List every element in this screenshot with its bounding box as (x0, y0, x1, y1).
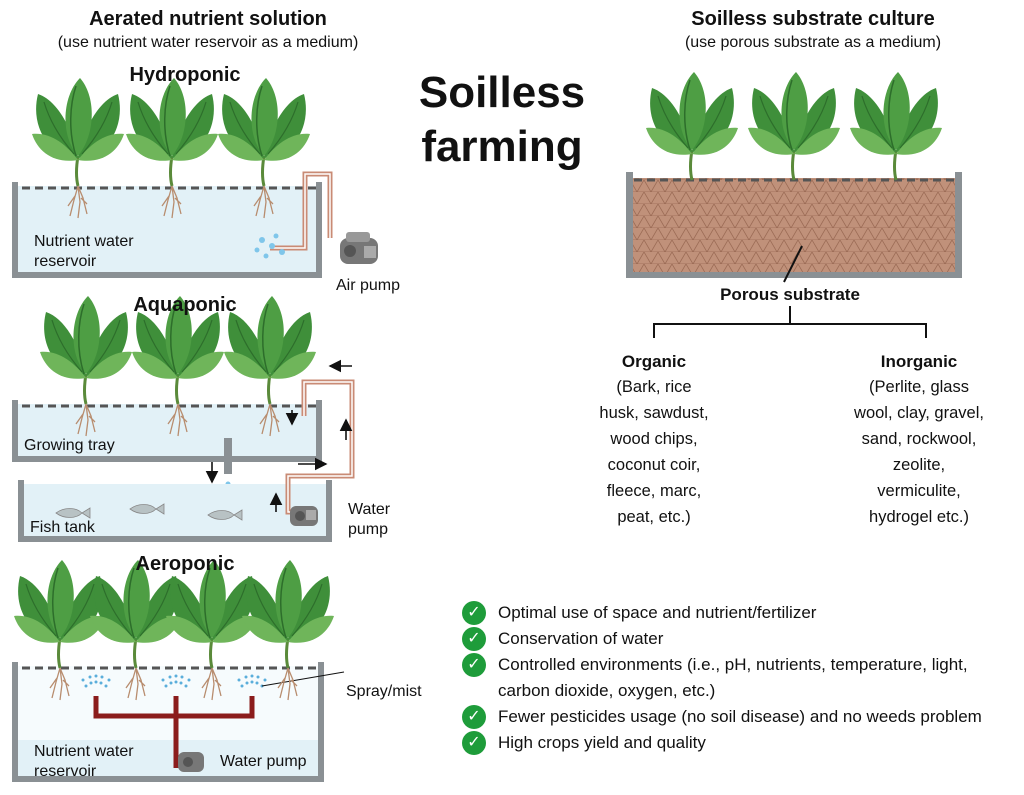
hydroponic-title: Hydroponic (129, 64, 241, 86)
hydroponic-reservoir-line1: Nutrient water (34, 233, 134, 250)
hydroponic-reservoir-label: Nutrient water reservoir (34, 232, 134, 272)
main-title-line1: Soilless (418, 68, 586, 117)
growing-tray-label: Growing tray (24, 437, 115, 454)
check-circle-icon: ✓ (462, 705, 486, 729)
check-circle-icon: ✓ (462, 653, 486, 677)
check-circle-icon: ✓ (462, 601, 486, 625)
right-header-subtitle: (use porous substrate as a medium) (684, 34, 942, 51)
inorganic-line: zeolite, (892, 456, 946, 474)
aeroponic-pump-label: Water pump (220, 753, 307, 770)
organic-line: wood chips, (610, 430, 698, 448)
benefit-text: High crops yield and quality (498, 733, 706, 752)
aeroponic-reservoir-line2: reservoir (34, 763, 97, 780)
main-title-line2: farming (421, 122, 583, 171)
benefit-text: Conservation of water (498, 629, 664, 648)
organic-line: husk, sawdust, (599, 404, 709, 422)
aquaponic-pump-line2: pump (348, 521, 389, 538)
aeroponic-reservoir-label: Nutrient water reservoir (34, 742, 134, 782)
spray-mist-label: Spray/mist (346, 683, 422, 700)
benefit-item: ✓ Optimal use of space and nutrient/fert… (462, 600, 1022, 626)
main-title: Soilless farming (392, 66, 612, 174)
inorganic-line: sand, rockwool, (861, 430, 977, 448)
aeroponic-pump-icon (178, 752, 204, 772)
left-header-subtitle: (use nutrient water reservoir as a mediu… (57, 34, 359, 51)
benefits-list: ✓ Optimal use of space and nutrient/fert… (462, 600, 1022, 756)
aeroponic-title: Aeroponic (135, 553, 235, 575)
inorganic-line: (Perlite, glass (869, 378, 969, 396)
organic-line: fleece, marc, (606, 482, 702, 500)
aquaponic-pump-line1: Water (348, 501, 391, 518)
inorganic-line: vermiculite, (877, 482, 961, 500)
inorganic-line: hydrogel etc.) (869, 508, 969, 526)
right-header-title: Soilless substrate culture (691, 8, 935, 30)
organic-title: Organic (621, 352, 687, 371)
inorganic-list: (Perlite, glass wool, clay, gravel, sand… (824, 374, 1014, 530)
benefit-text: Controlled environments (i.e., pH, nutri… (498, 655, 968, 700)
aeroponic-system (12, 558, 345, 782)
organic-line: coconut coir, (607, 456, 701, 474)
benefit-text: Fewer pesticides usage (no soil disease)… (498, 707, 982, 726)
organic-line: (Bark, rice (616, 378, 692, 396)
benefit-item: ✓ High crops yield and quality (462, 730, 1022, 756)
aeroponic-reservoir-line1: Nutrient water (34, 743, 134, 760)
aquaponic-pump-label: Water pump (348, 500, 390, 540)
substrate-system (626, 70, 962, 338)
check-circle-icon: ✓ (462, 627, 486, 651)
water-pump-icon (290, 506, 318, 526)
inorganic-line: wool, clay, gravel, (854, 404, 984, 422)
inorganic-group: Inorganic (Perlite, glass wool, clay, gr… (824, 352, 1014, 530)
benefit-item: ✓ Controlled environments (i.e., pH, nut… (462, 652, 1022, 704)
inorganic-title: Inorganic (880, 352, 958, 371)
organic-line: peat, etc.) (617, 508, 691, 526)
hydroponic-system (12, 76, 378, 278)
organic-list: (Bark, rice husk, sawdust, wood chips, c… (574, 374, 734, 530)
benefit-text: Optimal use of space and nutrient/fertil… (498, 603, 817, 622)
fish-tank-label: Fish tank (30, 519, 95, 536)
organic-group: Organic (Bark, rice husk, sawdust, wood … (574, 352, 734, 530)
air-pump-icon (340, 232, 378, 264)
porous-substrate-label: Porous substrate (720, 285, 860, 304)
benefit-item: ✓ Fewer pesticides usage (no soil diseas… (462, 704, 1022, 730)
left-header-title: Aerated nutrient solution (89, 8, 327, 30)
aquaponic-title: Aquaponic (133, 294, 237, 316)
air-pump-label: Air pump (336, 277, 401, 294)
hydroponic-reservoir-line2: reservoir (34, 253, 97, 270)
aquaponic-system (12, 294, 355, 542)
check-circle-icon: ✓ (462, 731, 486, 755)
benefit-item: ✓ Conservation of water (462, 626, 1022, 652)
